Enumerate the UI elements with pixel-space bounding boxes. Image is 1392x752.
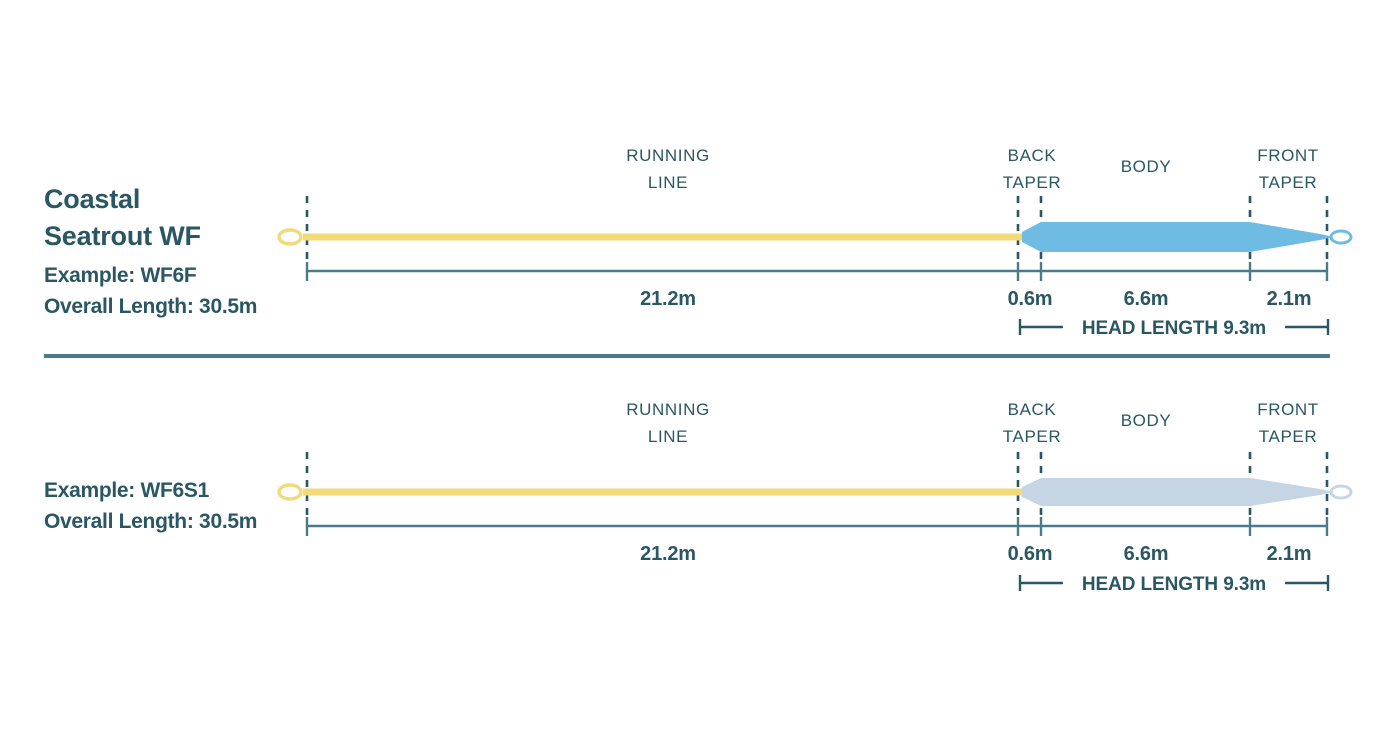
product-title-line2: Seatrout WF <box>44 221 201 251</box>
measure-front-taper-wf6s1: 2.1m <box>1267 543 1312 565</box>
segment-labels-wf6s1: RUNNING LINE BACK TAPER BODY FRONT TAPER <box>626 400 1319 446</box>
measure-running-line-wf6f: 21.2m <box>640 288 696 310</box>
segment-label-running-line-2-wf6s1: LINE <box>648 427 688 446</box>
measure-body-wf6s1: 6.6m <box>1124 543 1169 565</box>
measure-body-wf6f: 6.6m <box>1124 288 1169 310</box>
panel-wf6s1: Example: WF6S1 Overall Length: 30.5m RUN… <box>44 400 1353 595</box>
head-length-bracket-wf6s1 <box>1018 575 1330 591</box>
measure-back-taper-wf6f: 0.6m <box>1008 288 1053 310</box>
head-profile-wf6s1 <box>1022 478 1334 506</box>
product-title-line1: Coastal <box>44 184 140 214</box>
segment-label-back-taper-2-wf6s1: TAPER <box>1003 427 1061 446</box>
front-loop-icon-wf6s1 <box>1329 484 1353 500</box>
example-label-wf6s1: Example: WF6S1 <box>44 479 210 502</box>
head-length-label-wf6f: HEAD LENGTH 9.3m <box>1082 318 1266 339</box>
segment-label-body: BODY <box>1121 157 1172 176</box>
measure-axis-wf6s1 <box>305 517 1329 536</box>
overall-length-label-wf6f: Overall Length: 30.5m <box>44 295 257 318</box>
overall-length-label-wf6s1: Overall Length: 30.5m <box>44 510 257 533</box>
panel-wf6f: Coastal Seatrout WF Example: WF6F Overal… <box>44 146 1353 339</box>
segment-label-running-line-1-wf6s1: RUNNING <box>626 400 710 419</box>
segment-label-back-taper-1-wf6s1: BACK <box>1008 400 1057 419</box>
segment-label-back-taper-2: TAPER <box>1003 173 1061 192</box>
head-length-label-wf6s1: HEAD LENGTH 9.3m <box>1082 574 1266 595</box>
segment-label-front-taper-2: TAPER <box>1259 173 1317 192</box>
segment-label-body-wf6s1: BODY <box>1121 411 1172 430</box>
measure-front-taper-wf6f: 2.1m <box>1267 288 1312 310</box>
rear-loop-icon-wf6s1 <box>277 483 303 501</box>
segment-label-back-taper-1: BACK <box>1008 146 1057 165</box>
example-label-wf6f: Example: WF6F <box>44 264 197 287</box>
head-profile-wf6f <box>1022 222 1334 252</box>
measure-back-taper-wf6s1: 0.6m <box>1008 543 1053 565</box>
front-loop-icon-wf6f <box>1329 229 1353 245</box>
segment-label-front-taper-2-wf6s1: TAPER <box>1259 427 1317 446</box>
measure-axis-wf6f <box>305 262 1329 281</box>
head-length-bracket-wf6f <box>1018 319 1330 335</box>
segment-label-front-taper-1-wf6s1: FRONT <box>1257 400 1319 419</box>
segment-label-front-taper-1: FRONT <box>1257 146 1319 165</box>
measure-running-line-wf6s1: 21.2m <box>640 543 696 565</box>
rear-loop-icon-wf6f <box>277 228 303 246</box>
segment-label-running-line-1: RUNNING <box>626 146 710 165</box>
segment-label-running-line-2: LINE <box>648 173 688 192</box>
segment-labels-wf6f: RUNNING LINE BACK TAPER BODY FRONT TAPER <box>626 146 1319 192</box>
